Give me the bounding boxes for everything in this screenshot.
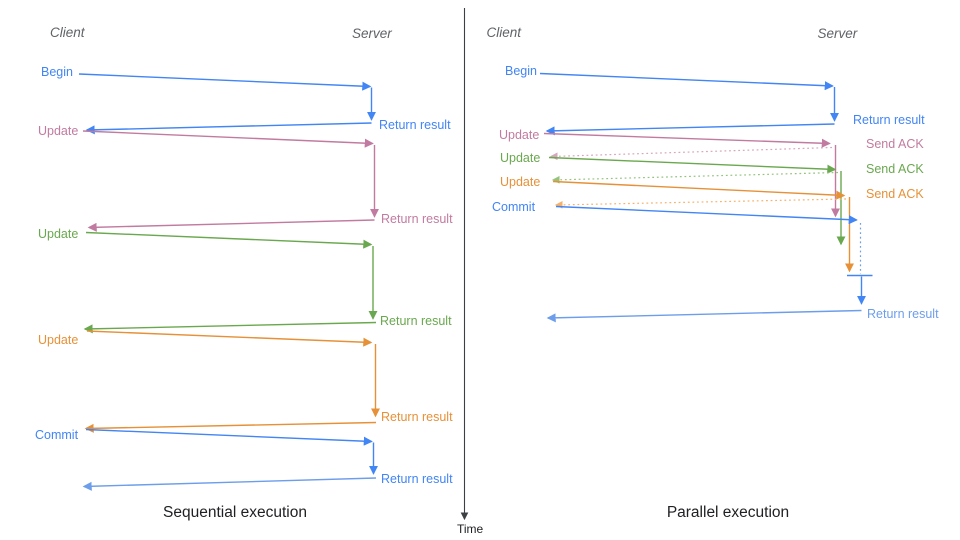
seq-begin-return-arrow (85, 122, 372, 135)
seq-return-label: Return result (381, 471, 453, 486)
seq-update3-request-arrow (86, 330, 373, 347)
seq-commit-label: Commit (35, 427, 79, 442)
par-update1-request-arrow (543, 132, 831, 148)
seq-update2-exchange (83, 231, 378, 334)
par-update2-exchange (548, 156, 846, 246)
par-update3-label: Update (500, 175, 541, 189)
par-begin-return-arrow (545, 123, 835, 136)
par-commit-request-arrow (555, 205, 858, 225)
time-axis-label: Time (457, 521, 484, 536)
par-update3-ack-arrow (554, 198, 847, 209)
seq-update1-request-arrow (82, 130, 374, 148)
par-client-header: Client (486, 24, 522, 40)
par-caption: Parallel execution (666, 504, 790, 521)
seq-client-header: Client (50, 24, 85, 40)
par-begin-label: Begin (505, 63, 537, 78)
par-return-label: Return result (853, 113, 925, 127)
par-ack-label: Send ACK (866, 136, 924, 151)
par-begin-request-arrow (539, 72, 834, 91)
par-update2-ack-arrow (551, 171, 839, 184)
seq-update1-label: Update (38, 124, 79, 138)
par-update2-label: Update (500, 151, 541, 165)
par-commit-label: Commit (492, 199, 536, 214)
par-update2-request-arrow (548, 156, 837, 174)
seq-update3-return-arrow (84, 421, 377, 433)
seq-return-label: Return result (381, 212, 453, 226)
par-update1-ack-arrow (549, 146, 833, 161)
seq-commit-exchange (82, 428, 379, 491)
seq-return-label: Return result (380, 314, 452, 328)
par-ack-label: Send ACK (866, 161, 924, 176)
seq-return-label: Return result (381, 410, 453, 424)
seq-update2-label: Update (38, 226, 79, 241)
par-update1-label: Update (499, 128, 540, 142)
seq-update1-return-arrow (87, 219, 375, 232)
seq-server-header: Server (352, 25, 392, 41)
seq-update1-exchange (82, 130, 380, 232)
par-ack-label: Send ACK (866, 186, 924, 201)
par-update3-exchange (552, 180, 855, 273)
seq-begin-request-arrow (78, 73, 372, 91)
seq-return-label: Return result (379, 118, 451, 132)
par-update1-exchange (543, 132, 841, 218)
seq-commit-return-arrow (82, 477, 377, 491)
seq-update3-label: Update (38, 333, 79, 347)
par-commit-exchange (546, 205, 873, 323)
seq-update2-request-arrow (85, 231, 373, 249)
par-commit-return-arrow (546, 309, 862, 323)
par-return-label: Return result (867, 307, 939, 321)
seq-update2-return-arrow (83, 321, 377, 334)
seq-begin-exchange (78, 73, 377, 135)
par-server-header: Server (817, 25, 858, 41)
par-update3-request-arrow (552, 180, 846, 200)
seq-caption: Sequential execution (163, 504, 307, 521)
par-begin-exchange (539, 72, 840, 136)
seq-begin-label: Begin (41, 65, 73, 79)
seq-update3-exchange (84, 330, 381, 433)
seq-commit-request-arrow (85, 428, 373, 446)
